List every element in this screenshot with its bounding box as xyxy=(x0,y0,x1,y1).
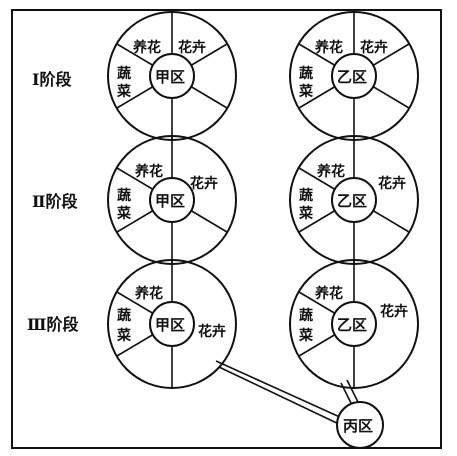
stage-3-label: Ⅲ阶段 xyxy=(27,315,79,334)
bing-label: 丙区 xyxy=(343,417,373,435)
huahui-label: 花卉 xyxy=(190,175,218,192)
center-circle xyxy=(149,301,195,347)
yanghua-label: 养花 xyxy=(134,285,163,302)
shu-char: 蔬 xyxy=(299,307,313,324)
divider xyxy=(298,43,337,67)
zone-name: 乙区 xyxy=(337,68,367,86)
stage-2-zone-jia: 甲区 养花 花卉 蔬 菜 xyxy=(107,135,237,265)
divider xyxy=(189,209,228,233)
stage-2-zone-yi: 乙区 养花 花卉 蔬 菜 xyxy=(289,135,419,265)
huahui-label: 花卉 xyxy=(380,303,408,320)
divider xyxy=(189,43,228,67)
zone-name: 甲区 xyxy=(155,316,185,334)
center-circle xyxy=(149,177,195,223)
stage-1-zone-yi: 乙区 养花 花卉 蔬 菜 xyxy=(289,11,419,141)
bing-circle xyxy=(336,401,384,449)
yanghua-label: 养花 xyxy=(134,163,163,180)
cai-char: 菜 xyxy=(116,83,132,100)
stage-3-zone-yi: 乙区 养花 花卉 蔬 菜 xyxy=(289,259,419,389)
center-circle xyxy=(149,53,195,99)
divider xyxy=(298,333,337,357)
huahui-label: 花卉 xyxy=(360,39,388,56)
connector-yi-bing xyxy=(340,379,359,406)
stage-2-label: Ⅱ阶段 xyxy=(32,192,78,211)
zone-name: 甲区 xyxy=(155,68,185,86)
yanghua-label: 养花 xyxy=(132,39,161,56)
divider xyxy=(371,85,410,109)
yanghua-label: 养花 xyxy=(314,39,343,56)
center-circle xyxy=(331,177,377,223)
zone-name: 乙区 xyxy=(337,316,367,334)
divider xyxy=(298,167,337,191)
stage-1-zone-jia: 甲区 养花 花卉 蔬 菜 xyxy=(107,11,237,141)
divider xyxy=(298,85,337,109)
divider xyxy=(116,291,155,315)
divider xyxy=(116,209,155,233)
connector-line xyxy=(215,360,343,419)
center-circle xyxy=(331,301,377,347)
shu-char: 蔬 xyxy=(117,65,131,82)
connector-line xyxy=(346,379,359,403)
connector-line xyxy=(218,366,344,427)
connector-jia-bing xyxy=(215,360,344,427)
cai-char: 菜 xyxy=(298,83,314,100)
zone-name: 甲区 xyxy=(155,192,185,210)
huahui-label: 花卉 xyxy=(178,39,206,56)
divider xyxy=(298,291,337,315)
shu-char: 蔬 xyxy=(117,187,131,204)
yanghua-label: 养花 xyxy=(316,163,345,180)
huahui-label: 花卉 xyxy=(198,323,226,340)
divider xyxy=(116,167,155,191)
divider xyxy=(116,43,155,67)
divider xyxy=(116,333,155,357)
cai-char: 菜 xyxy=(116,327,132,344)
yanghua-label: 养花 xyxy=(314,285,343,302)
stage-3-zone-jia: 甲区 养花 花卉 蔬 菜 xyxy=(107,259,237,389)
divider xyxy=(116,85,155,109)
cai-char: 菜 xyxy=(298,327,314,344)
divider xyxy=(298,209,337,233)
cai-char: 菜 xyxy=(116,205,132,222)
huahui-label: 花卉 xyxy=(378,175,406,192)
shu-char: 蔬 xyxy=(299,187,313,204)
divider xyxy=(189,85,228,109)
cai-char: 菜 xyxy=(298,205,314,222)
zone-name: 乙区 xyxy=(337,192,367,210)
outer-frame xyxy=(11,9,442,449)
center-circle xyxy=(331,53,377,99)
stage-1-label: Ⅰ阶段 xyxy=(32,70,72,89)
divider xyxy=(371,209,410,233)
shu-char: 蔬 xyxy=(117,307,131,324)
shu-char: 蔬 xyxy=(299,65,313,82)
divider xyxy=(371,43,410,67)
zone-bing: 丙区 xyxy=(336,401,384,449)
